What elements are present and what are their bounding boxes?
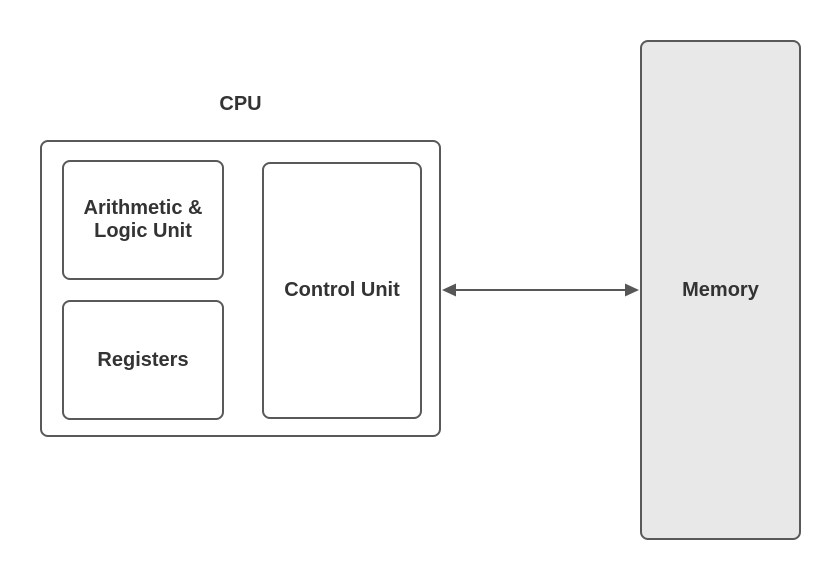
memory-node: Memory bbox=[640, 40, 801, 540]
memory-label: Memory bbox=[682, 278, 759, 301]
left-arrowhead-icon bbox=[442, 283, 456, 297]
alu-label: Arithmetic & Logic Unit bbox=[83, 197, 203, 242]
cpu-group-label: CPU bbox=[219, 93, 262, 115]
control-unit-node: Control Unit bbox=[262, 162, 422, 419]
control-unit-label: Control Unit bbox=[284, 279, 400, 301]
cpu-group-box: Arithmetic & Logic Unit Registers Contro… bbox=[40, 140, 441, 437]
right-arrowhead-icon bbox=[625, 283, 639, 297]
registers-node: Registers bbox=[62, 300, 224, 420]
alu-node: Arithmetic & Logic Unit bbox=[62, 160, 224, 280]
registers-label: Registers bbox=[97, 348, 189, 371]
cpu-memory-arrow bbox=[442, 283, 639, 297]
